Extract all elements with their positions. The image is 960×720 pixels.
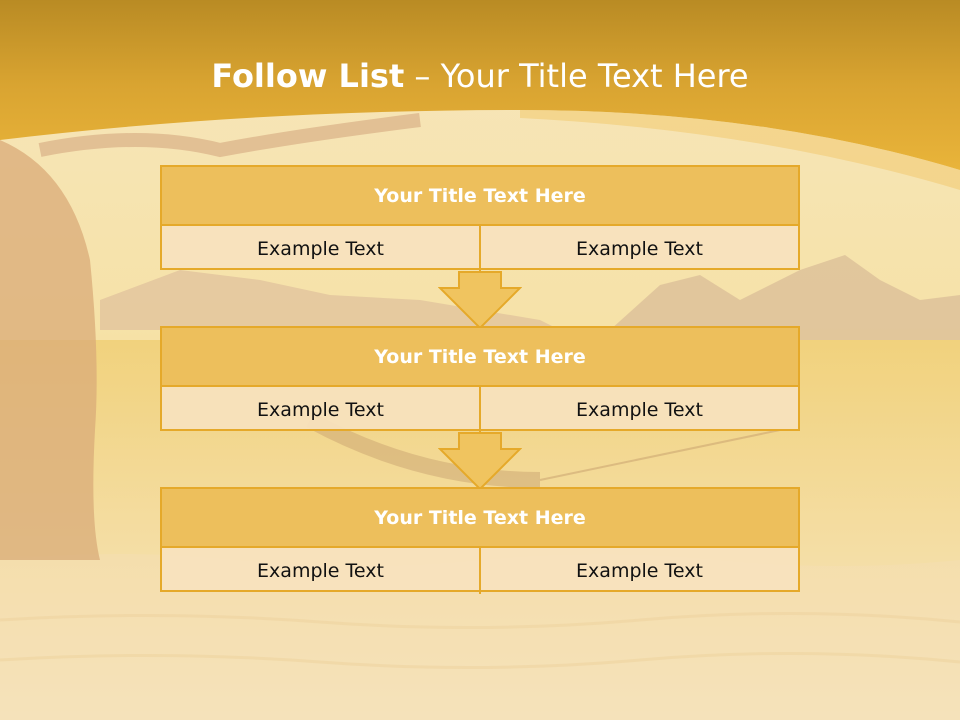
slide-title-rest: – Your Title Text Here xyxy=(404,57,749,95)
block-title: Your Title Text Here xyxy=(162,167,798,226)
block-cell-right: Example Text xyxy=(479,387,798,433)
block-cell-right: Example Text xyxy=(479,548,798,594)
list-block: Your Title Text Here Example Text Exampl… xyxy=(160,165,800,272)
block-title: Your Title Text Here xyxy=(162,328,798,387)
down-arrow-icon xyxy=(438,271,522,330)
block-cell-right: Example Text xyxy=(479,226,798,272)
list-block: Your Title Text Here Example Text Exampl… xyxy=(160,326,800,433)
block-cell-left: Example Text xyxy=(257,399,384,421)
slide-title: Follow List – Your Title Text Here xyxy=(0,52,960,100)
block-cell-left: Example Text xyxy=(257,238,384,260)
down-arrow-icon xyxy=(438,432,522,491)
slide-title-bold: Follow List xyxy=(211,57,405,95)
list-block: Your Title Text Here Example Text Exampl… xyxy=(160,487,800,594)
block-cell-left: Example Text xyxy=(257,560,384,582)
block-title: Your Title Text Here xyxy=(162,489,798,548)
